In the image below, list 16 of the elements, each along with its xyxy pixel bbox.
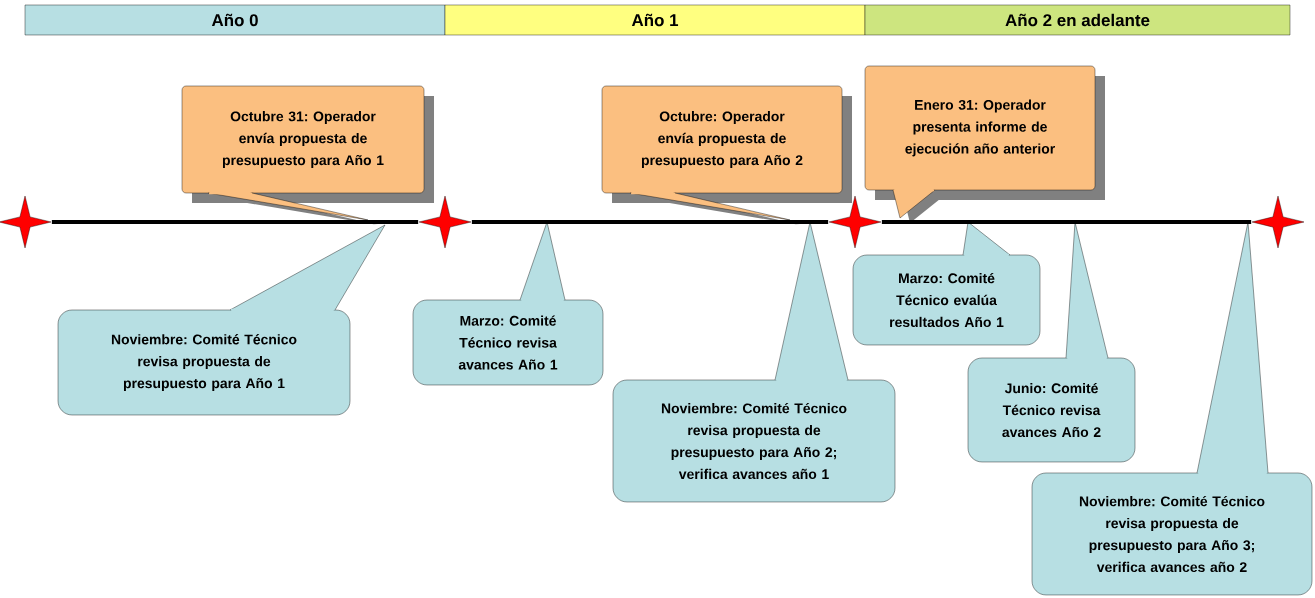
callout-box: Noviembre: Comité Técnico revisa propuesta de presupuesto para Año 1 xyxy=(57,224,386,416)
star-marker xyxy=(0,195,52,249)
callout-box: Octubre: Operador envía propuesta de presupuesto para Año 2 xyxy=(601,85,852,225)
callout-box: Marzo: Comité Técnico revisa avances Año 1 xyxy=(412,221,604,386)
year-band: Año 2 en adelante xyxy=(864,4,1291,36)
timeline xyxy=(51,220,419,224)
callout-box: Octubre 31: Operador envía propuesta de presupuesto para Año 1 xyxy=(181,85,434,225)
star-marker xyxy=(828,195,882,249)
callout-box: Marzo: Comité Técnico evalúa resultados Año 1 xyxy=(852,221,1041,346)
year-band: Año 0 xyxy=(24,4,446,36)
star-marker xyxy=(1251,195,1305,249)
star-marker xyxy=(418,195,472,249)
callout-box: Enero 31: Operador presenta informe de ejecución año anterior xyxy=(864,65,1105,223)
year-band: Año 1 xyxy=(444,4,866,36)
timeline xyxy=(881,220,1252,224)
timeline xyxy=(471,220,829,224)
